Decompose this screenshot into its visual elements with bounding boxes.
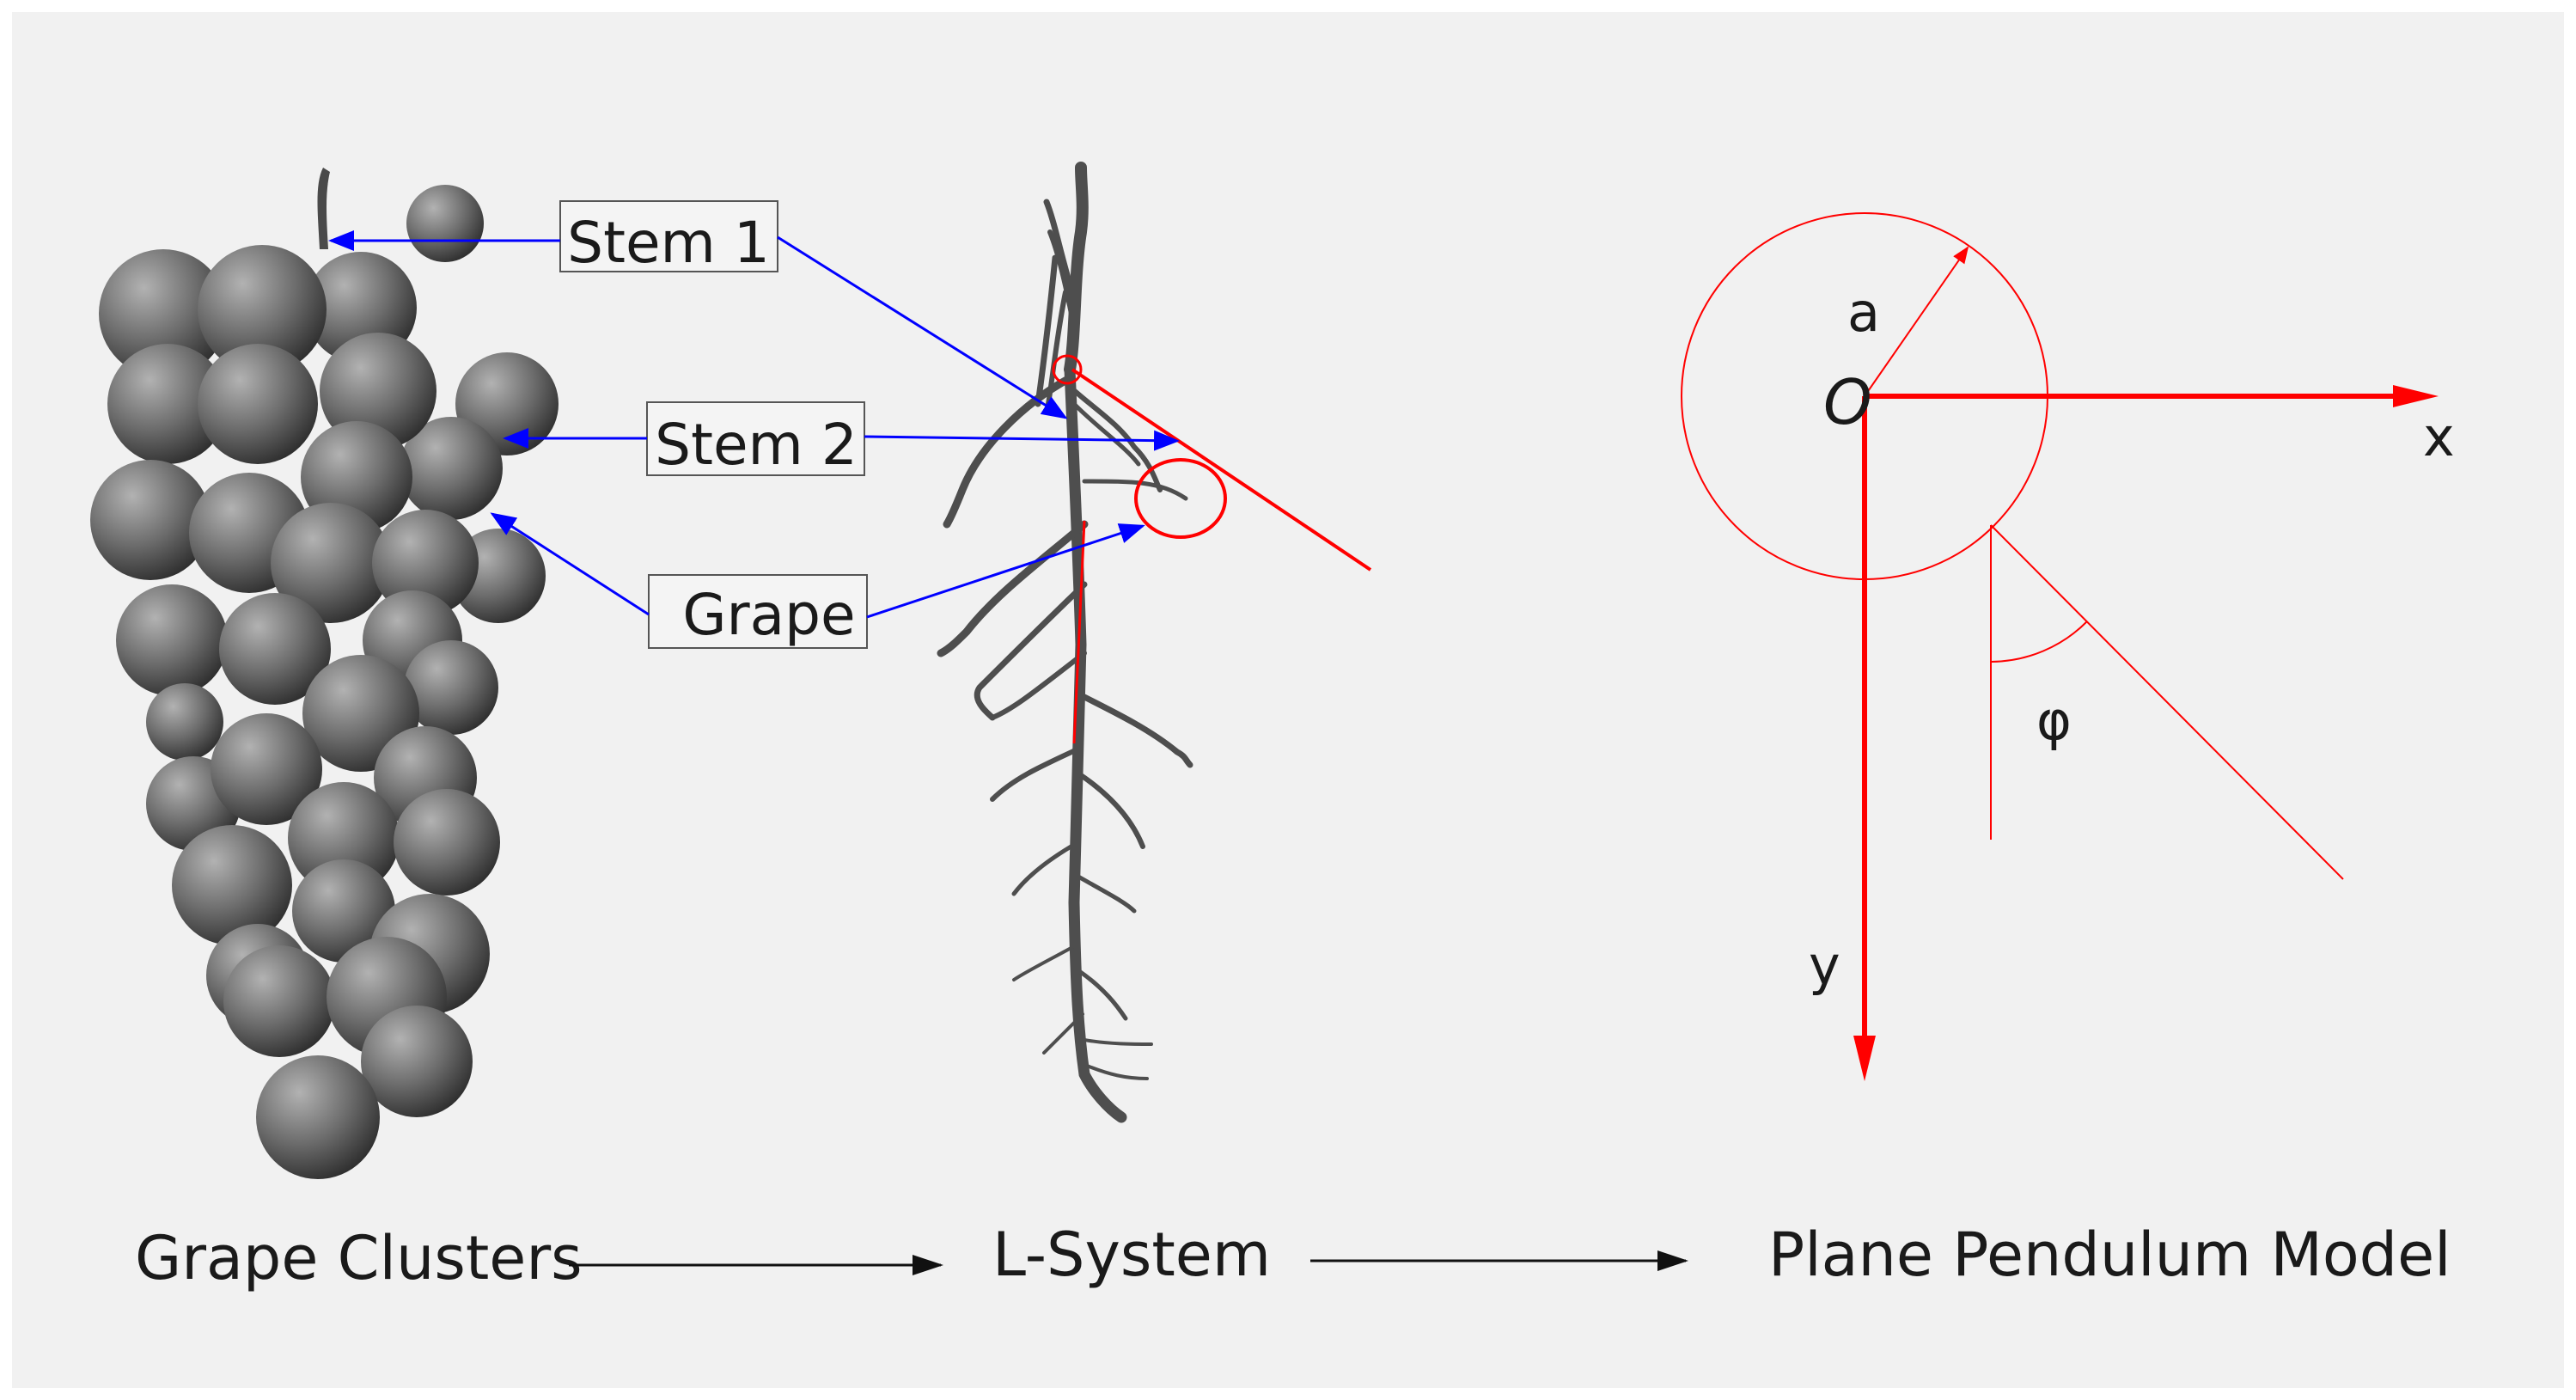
x-axis-label: x xyxy=(2423,406,2455,468)
joint-circle xyxy=(1052,354,1083,385)
grape-cluster-render xyxy=(90,168,559,1179)
grape-arrow-to-cluster xyxy=(490,512,650,616)
grape-label: Grape xyxy=(682,582,855,648)
l-system-skeleton xyxy=(937,162,1193,1123)
radius-label: a xyxy=(1847,281,1880,344)
y-axis-arrowhead xyxy=(1853,1036,1876,1081)
callouts: Stem 1 Stem 2 Grape xyxy=(328,200,1180,649)
x-axis-arrowhead xyxy=(2393,385,2439,407)
stem1-arrow-to-lsystem xyxy=(777,235,1068,419)
grape-label-box xyxy=(648,574,868,649)
l-system-annotations xyxy=(1052,354,1372,744)
stem2-label-box xyxy=(646,401,865,476)
y-axis-label: y xyxy=(1809,934,1840,997)
radius-arrow xyxy=(1864,246,1969,397)
grape-circle xyxy=(1134,458,1227,539)
callout-arrows xyxy=(328,230,1180,619)
stem1-label-box xyxy=(559,200,778,272)
origin-label: O xyxy=(1823,366,1872,438)
cluster-stem xyxy=(317,168,330,249)
caption-l-system: L-System xyxy=(992,1220,1271,1290)
stem1-label: Stem 1 xyxy=(567,210,770,276)
vertical-reference-line xyxy=(1072,520,1086,744)
grape-arrow-to-lsystem xyxy=(866,523,1145,619)
captions: Grape Clusters L-System Plane Pendulum M… xyxy=(135,1220,2451,1293)
caption-grape-clusters: Grape Clusters xyxy=(135,1223,583,1293)
stem2-label: Stem 2 xyxy=(655,412,858,478)
grape-berries xyxy=(90,185,559,1179)
swing-line xyxy=(1071,368,1372,572)
angle-arc xyxy=(1990,621,2088,663)
caption-pendulum-model: Plane Pendulum Model xyxy=(1768,1220,2451,1290)
angle-label: φ xyxy=(2036,689,2072,752)
pendulum-model: O a x y φ xyxy=(1681,212,2455,1081)
stem2-arrow-to-lsystem xyxy=(864,430,1180,451)
pendulum-string xyxy=(1990,524,2344,880)
